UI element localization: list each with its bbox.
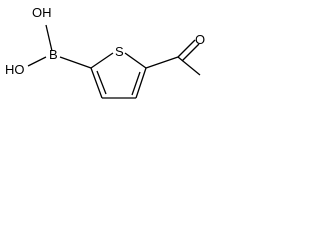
atom-label-oxygen: O — [195, 32, 205, 47]
structure-canvas: OH HO B S O — [0, 0, 218, 122]
atom-label-oh-bottom: HO — [5, 62, 25, 77]
bond-carbonyl-methyl — [177, 56, 201, 76]
bond-b-c2 — [59, 56, 92, 69]
bond-b-oh-bottom — [27, 56, 47, 67]
bond-carbonyl-o-double — [181, 43, 200, 62]
bond-c3-c2 — [90, 67, 103, 99]
bond-c2-s — [90, 52, 114, 69]
bond-c5-carbonyl — [145, 56, 179, 69]
atom-label-boron: B — [49, 47, 58, 62]
bond-c5-c4-inner — [131, 71, 141, 96]
bond-b-oh-top — [45, 24, 53, 52]
atom-label-oh-top: OH — [32, 5, 52, 20]
bond-c3-c2-inner — [96, 70, 107, 95]
atom-label-sulfur: S — [115, 44, 124, 59]
chemical-structure: OH HO B S O — [5, 5, 205, 99]
bond-carbonyl-o — [177, 39, 196, 58]
bond-c5-c4 — [135, 67, 147, 99]
bond-s-c5 — [124, 52, 147, 69]
